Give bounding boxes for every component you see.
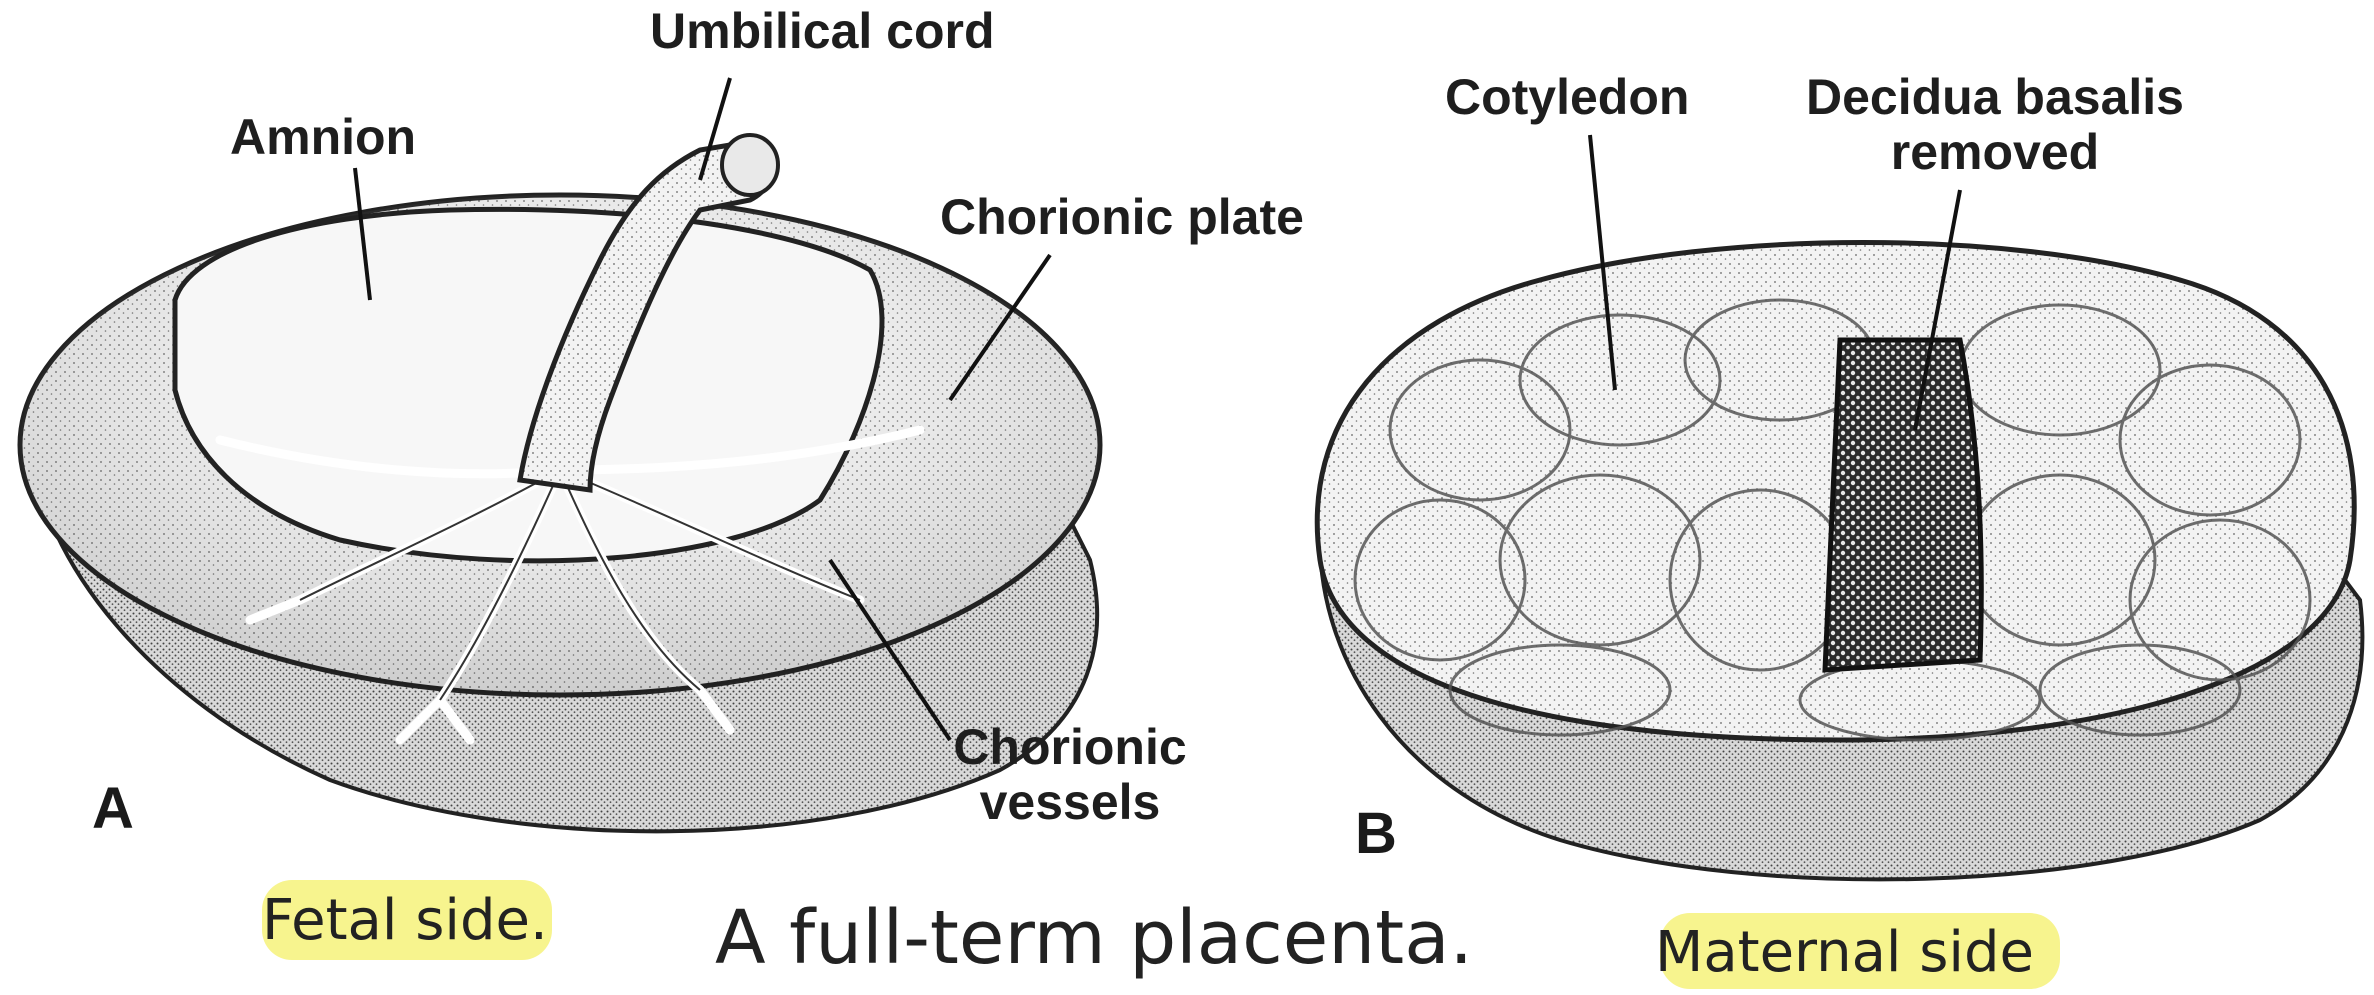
label-umbilical-cord: Umbilical cord bbox=[650, 4, 995, 59]
panel-letter-a: A bbox=[92, 775, 134, 842]
figure-caption: A full-term placenta. bbox=[715, 895, 1473, 981]
fetal-side-drawing bbox=[20, 78, 1100, 831]
label-decidua-basalis-removed: Decidua basalis removed bbox=[1770, 70, 2220, 180]
label-chorionic-plate: Chorionic plate bbox=[940, 190, 1304, 245]
label-decidua-line2: removed bbox=[1770, 125, 2220, 180]
label-decidua-line1: Decidua basalis bbox=[1770, 70, 2220, 125]
fetal-side-note: Fetal side. bbox=[262, 888, 548, 953]
label-chorionic-vessels-line1: Chorionic bbox=[940, 720, 1200, 775]
label-cotyledon: Cotyledon bbox=[1445, 70, 1689, 125]
label-chorionic-vessels: Chorionic vessels bbox=[940, 720, 1200, 830]
label-chorionic-vessels-line2: vessels bbox=[940, 775, 1200, 830]
amnion-sheet bbox=[175, 209, 882, 560]
label-amnion: Amnion bbox=[230, 110, 416, 165]
panel-letter-b: B bbox=[1355, 800, 1397, 867]
decidua-removed-area bbox=[1825, 340, 1981, 670]
maternal-side-drawing bbox=[1317, 135, 2362, 879]
maternal-side-note: Maternal side bbox=[1655, 920, 2034, 985]
